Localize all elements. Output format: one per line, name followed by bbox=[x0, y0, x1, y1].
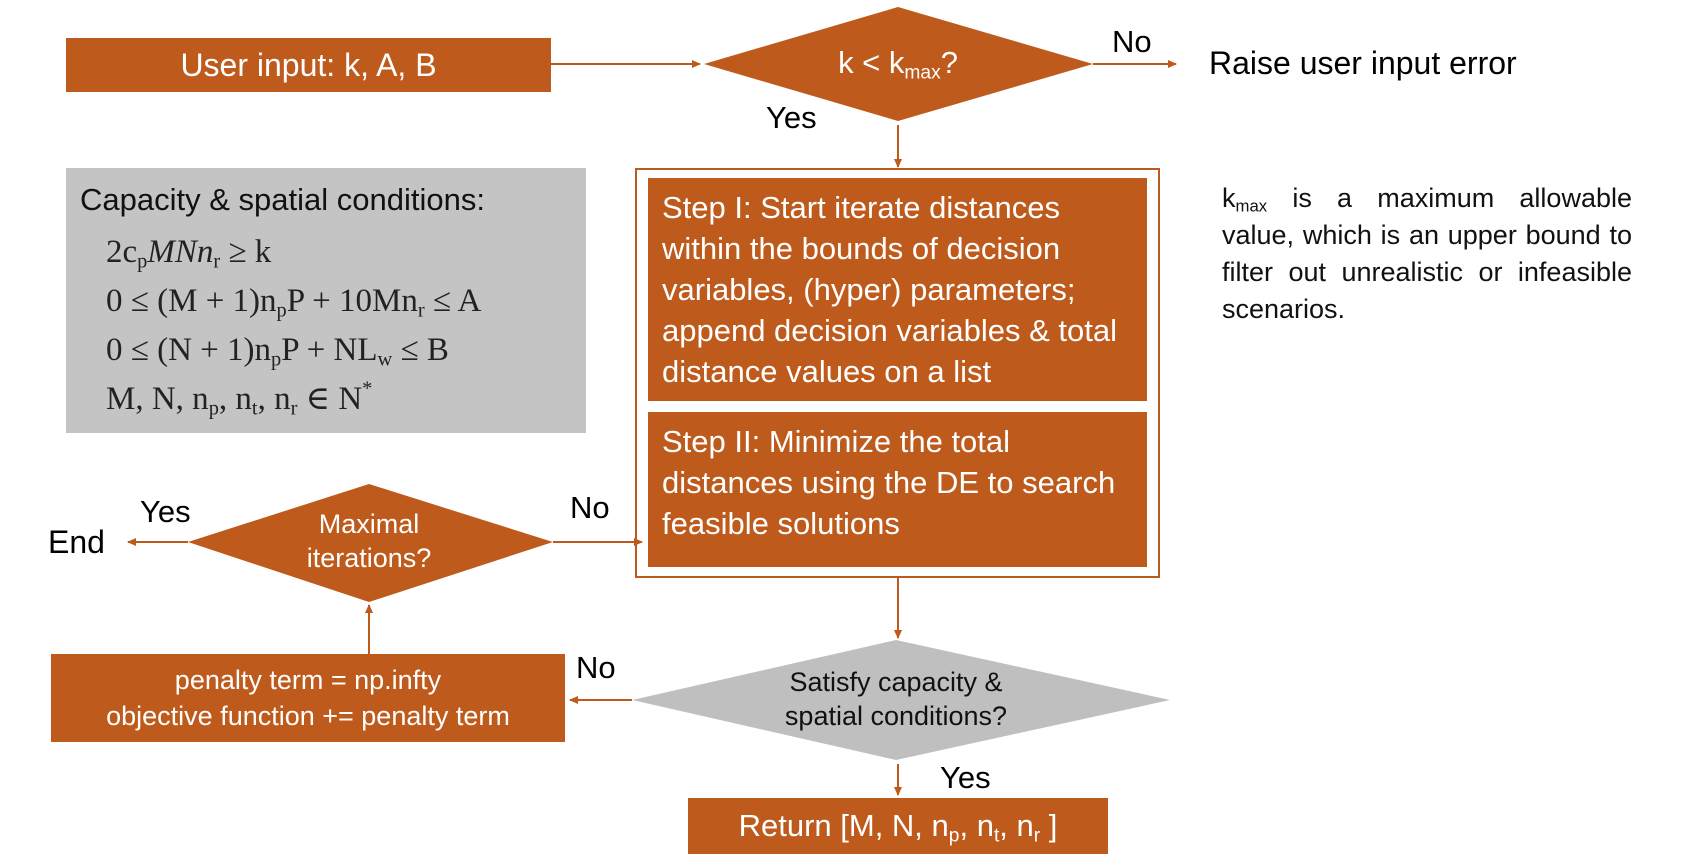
step1-text: Step I: Start iterate distances within t… bbox=[662, 190, 1117, 389]
step2-text: Step II: Minimize the total distances us… bbox=[662, 424, 1116, 541]
condition-line-4: M, N, np, nt, nr ∈ N* bbox=[106, 377, 373, 420]
kmax-note: kmax is a maximum allowable value, which… bbox=[1222, 183, 1632, 324]
return-box: Return [M, N, np, nt, nr ] bbox=[688, 798, 1108, 854]
user-input-box: User input: k, A, B bbox=[66, 38, 551, 92]
condition-line-3: 0 ≤ (N + 1)npP + NLw ≤ B bbox=[106, 332, 449, 371]
condition-line-2: 0 ≤ (M + 1)npP + 10Mnr ≤ A bbox=[106, 283, 482, 322]
no-label-satisfy: No bbox=[576, 650, 616, 685]
conditions-title: Capacity & spatial conditions: bbox=[80, 182, 485, 217]
decision-kmax-diamond bbox=[704, 7, 1093, 121]
step2-box: Step II: Minimize the total distances us… bbox=[648, 412, 1147, 567]
no-label-iterations: No bbox=[570, 490, 610, 525]
decision-iterations-diamond bbox=[188, 484, 553, 602]
raise-error-text: Raise user input error bbox=[1209, 45, 1517, 81]
no-label-kmax: No bbox=[1112, 24, 1152, 59]
step1-box: Step I: Start iterate distances within t… bbox=[648, 178, 1147, 401]
yes-label-iterations: Yes bbox=[140, 494, 191, 529]
decision-kmax-text: k < kmax? bbox=[838, 45, 958, 84]
decision-satisfy-text: Satisfy capacity & spatial conditions? bbox=[784, 667, 1008, 731]
user-input-text: User input: k, A, B bbox=[180, 46, 437, 83]
yes-label-satisfy: Yes bbox=[940, 760, 991, 795]
return-text: Return [M, N, np, nt, nr ] bbox=[738, 808, 1058, 847]
yes-label-kmax: Yes bbox=[766, 100, 817, 135]
penalty-line-2: objective function += penalty term bbox=[106, 701, 510, 731]
condition-line-1: 2cpMNnr ≥ k bbox=[106, 234, 272, 273]
penalty-line-1: penalty term = np.infty bbox=[174, 665, 442, 695]
penalty-box: penalty term = np.infty objective functi… bbox=[51, 654, 565, 742]
end-label: End bbox=[48, 524, 105, 560]
decision-satisfy-diamond bbox=[632, 640, 1170, 760]
conditions-box: Capacity & spatial conditions: 2cpMNnr ≥… bbox=[66, 168, 586, 433]
decision-iterations-text: Maximal iterations? bbox=[306, 509, 432, 573]
